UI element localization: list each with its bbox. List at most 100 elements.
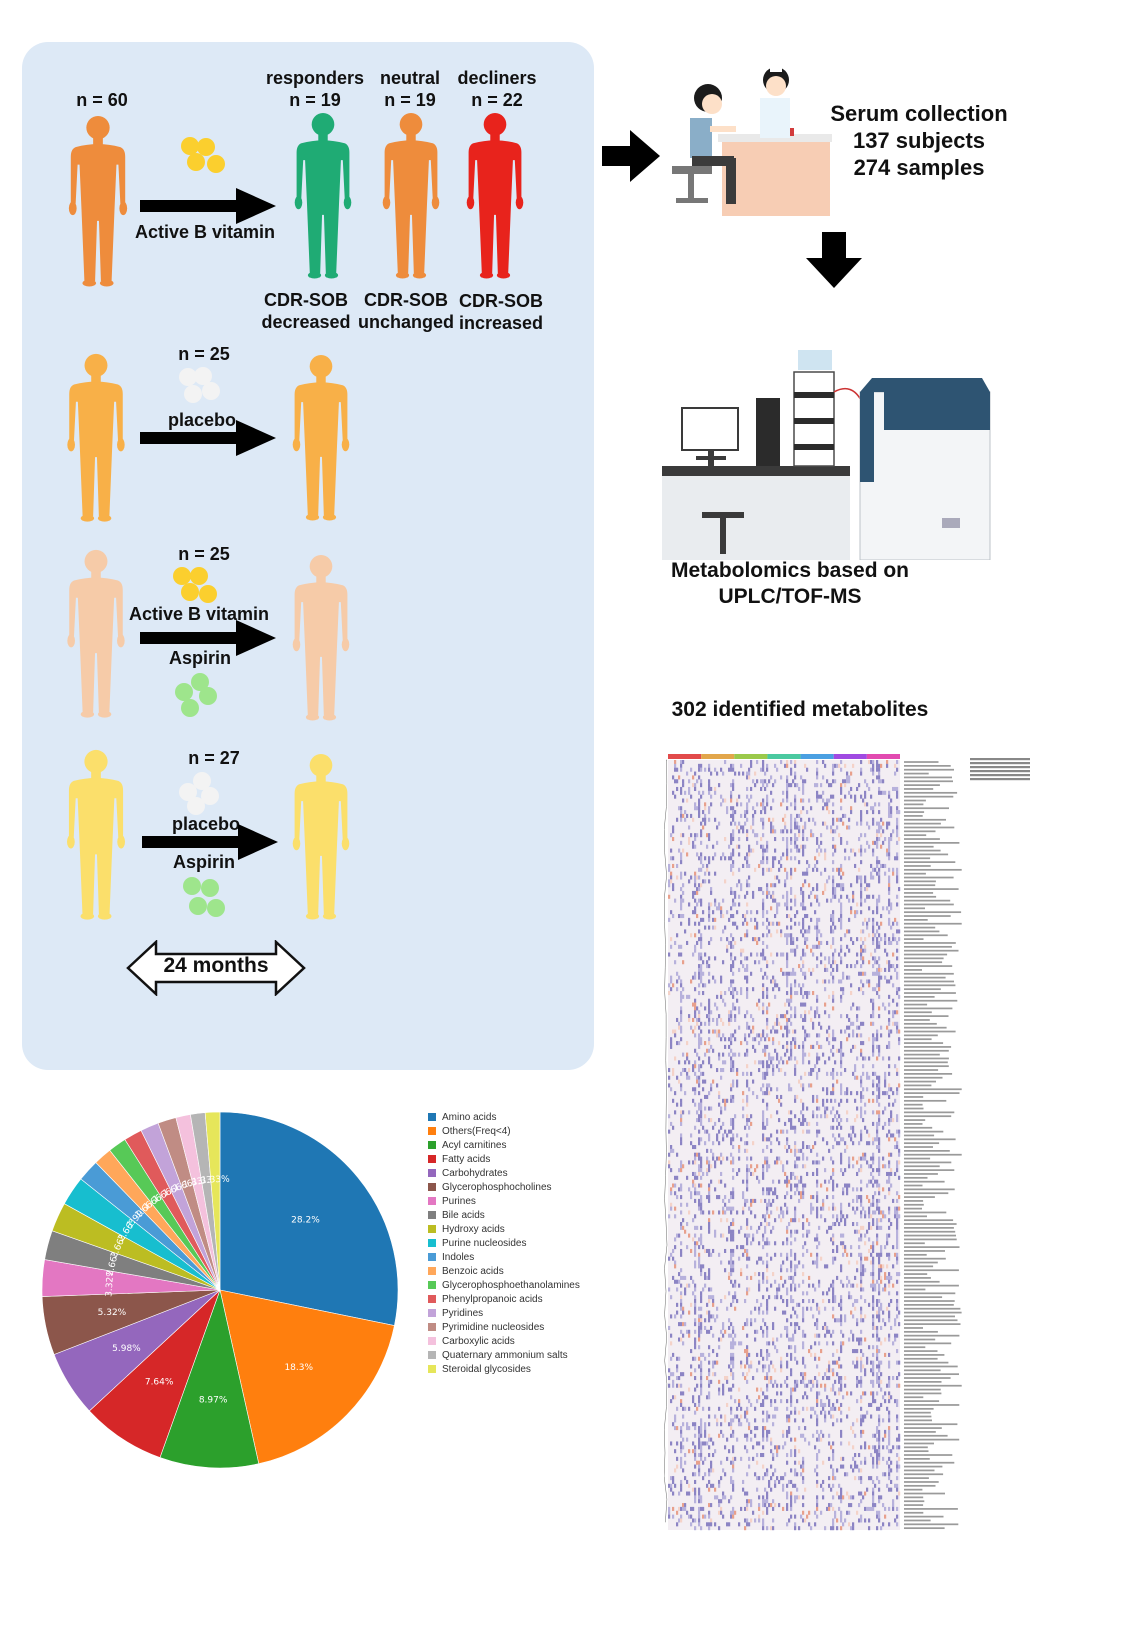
legend-label: Fatty acids <box>442 1154 491 1165</box>
placebo-aspirin-before-human-icon <box>62 748 130 922</box>
legend-swatch <box>428 1225 436 1233</box>
pie-slice-others-freq-4- <box>219 1289 395 1465</box>
neutral-cdr-label: CDR-SOB <box>364 290 448 310</box>
responders-cdr-label: CDR-SOB <box>264 290 348 310</box>
pie-slice-label: 28.2% <box>291 1216 320 1226</box>
legend-swatch <box>428 1183 436 1191</box>
placebo-aspirin-group-n: n = 27 <box>188 748 240 768</box>
pie-slice-label: 3.32% <box>104 1268 116 1298</box>
pie-slice-label: 5.32% <box>98 1308 127 1318</box>
legend-swatch <box>428 1197 436 1205</box>
pie-slice-steroidal-glycosides <box>204 1111 221 1291</box>
legend-item: Pyridines <box>428 1308 483 1319</box>
pie-slice-label: 7.64% <box>145 1378 174 1388</box>
aspirin-pills-icon <box>175 673 217 717</box>
legend-label: Carbohydrates <box>442 1168 508 1179</box>
bvit-aspirin-before-human-icon <box>62 548 130 720</box>
legend-swatch <box>428 1337 436 1345</box>
legend-label: Hydroxy acids <box>442 1224 505 1235</box>
bvit-aspirin-label1: Active B vitamin <box>128 604 270 624</box>
legend-item: Phenylpropanoic acids <box>428 1294 543 1305</box>
legend-item: Quaternary ammonium salts <box>428 1350 568 1361</box>
pie-slice-label: 8.97% <box>199 1396 228 1406</box>
placebo-arrow <box>140 420 276 456</box>
bvit-aspirin-b-pills-icon <box>173 567 217 603</box>
metabolomics-label-line2: UPLC/TOF-MS <box>718 585 862 608</box>
baseline-human-icon <box>64 114 132 289</box>
duration-label: 24 months <box>163 954 269 977</box>
legend-swatch <box>428 1295 436 1303</box>
legend-label: Phenylpropanoic acids <box>442 1294 543 1305</box>
legend-swatch <box>428 1351 436 1359</box>
placebo-aspirin-label1: placebo <box>171 814 241 834</box>
placebo-pills-icon <box>179 367 220 403</box>
neutral-n: n = 19 <box>384 90 436 110</box>
legend-label: Purines <box>442 1196 476 1207</box>
legend-item: Fatty acids <box>428 1154 490 1165</box>
placebo-group-n: n = 25 <box>178 344 230 364</box>
legend-item: Acyl carnitines <box>428 1140 506 1151</box>
legend-label: Purine nucleosides <box>442 1238 527 1249</box>
legend-item: Carboxylic acids <box>428 1336 515 1347</box>
legend-label: Bile acids <box>442 1210 485 1221</box>
placebo-aspirin-label2: Aspirin <box>172 852 235 872</box>
legend-item: Hydroxy acids <box>428 1224 505 1235</box>
legend-item: Pyrimidine nucleosides <box>428 1322 544 1333</box>
legend-swatch <box>428 1239 436 1247</box>
bvit-aspirin-label2: Aspirin <box>168 648 231 668</box>
metabolite-class-pie-chart: 28.2%18.3%8.97%7.64%5.98%5.32%3.32%2.66%… <box>41 1111 399 1469</box>
legend-label: Indoles <box>442 1252 475 1263</box>
pie-slice-label: 5.98% <box>112 1344 141 1354</box>
decliners-n: n = 22 <box>471 90 523 110</box>
pie-slice-amino-acids <box>219 1111 399 1326</box>
neutral-human-icon <box>378 110 444 282</box>
serum-collection-illustration <box>672 67 832 216</box>
bvit-aspirin-group-n: n = 25 <box>178 544 230 564</box>
legend-item: Glycerophosphoethanolamines <box>428 1280 580 1291</box>
legend-item: Others(Freq<4) <box>428 1126 511 1137</box>
legend-item: Carbohydrates <box>428 1168 508 1179</box>
legend-label: Carboxylic acids <box>442 1336 515 1347</box>
pie-slice-label: 1.33% <box>201 1175 230 1186</box>
legend-swatch <box>428 1309 436 1317</box>
legend-item: Indoles <box>428 1252 474 1263</box>
legend-swatch <box>428 1113 436 1121</box>
legend-label: Acyl carnitines <box>442 1140 507 1151</box>
serum-collection-title: Serum collection <box>830 101 1008 126</box>
active-b-vitamin-label: Active B vitamin <box>134 222 276 242</box>
pie-slice-acyl-carnitines <box>159 1288 260 1469</box>
placebo-after-human-icon <box>288 352 354 524</box>
b-vitamin-pills-icon <box>181 137 225 173</box>
neutral-change-label: unchanged <box>357 312 454 332</box>
decliners-change-label: increased <box>458 313 544 333</box>
placebo-aspirin-after-human-icon <box>288 750 354 924</box>
legend-item: Benzoic acids <box>428 1266 504 1277</box>
decliners-cdr-label: CDR-SOB <box>459 291 543 311</box>
legend-swatch <box>428 1253 436 1261</box>
serum-samples-count: 274 samples <box>853 155 985 180</box>
legend-label: Benzoic acids <box>442 1266 504 1277</box>
responders-change-label: decreased <box>261 312 351 332</box>
placebo-aspirin-aspirin-pills-icon <box>183 877 225 917</box>
to-serum-arrow <box>602 130 660 182</box>
legend-label: Steroidal glycosides <box>442 1364 531 1375</box>
decliners-label: decliners <box>457 68 537 88</box>
heatmap-canvas <box>663 754 1030 1531</box>
legend-swatch <box>428 1211 436 1219</box>
legend-item: Amino acids <box>428 1112 496 1123</box>
legend-label: Quaternary ammonium salts <box>442 1350 568 1361</box>
decliner-human-icon <box>462 110 528 282</box>
legend-swatch <box>428 1169 436 1177</box>
placebo-label: placebo <box>167 410 237 430</box>
legend-swatch <box>428 1365 436 1373</box>
serum-subjects-count: 137 subjects <box>852 128 986 153</box>
to-metabolomics-arrow <box>806 232 862 288</box>
legend-label: Glycerophosphoethanolamines <box>442 1280 580 1291</box>
legend-item: Steroidal glycosides <box>428 1364 531 1375</box>
legend-item: Purines <box>428 1196 476 1207</box>
uplc-tof-ms-instrument-illustration <box>662 350 991 560</box>
heatmap-title: 302 identified metabolites <box>671 698 929 721</box>
legend-swatch <box>428 1323 436 1331</box>
placebo-before-human-icon <box>62 352 130 524</box>
legend-item: Bile acids <box>428 1210 485 1221</box>
